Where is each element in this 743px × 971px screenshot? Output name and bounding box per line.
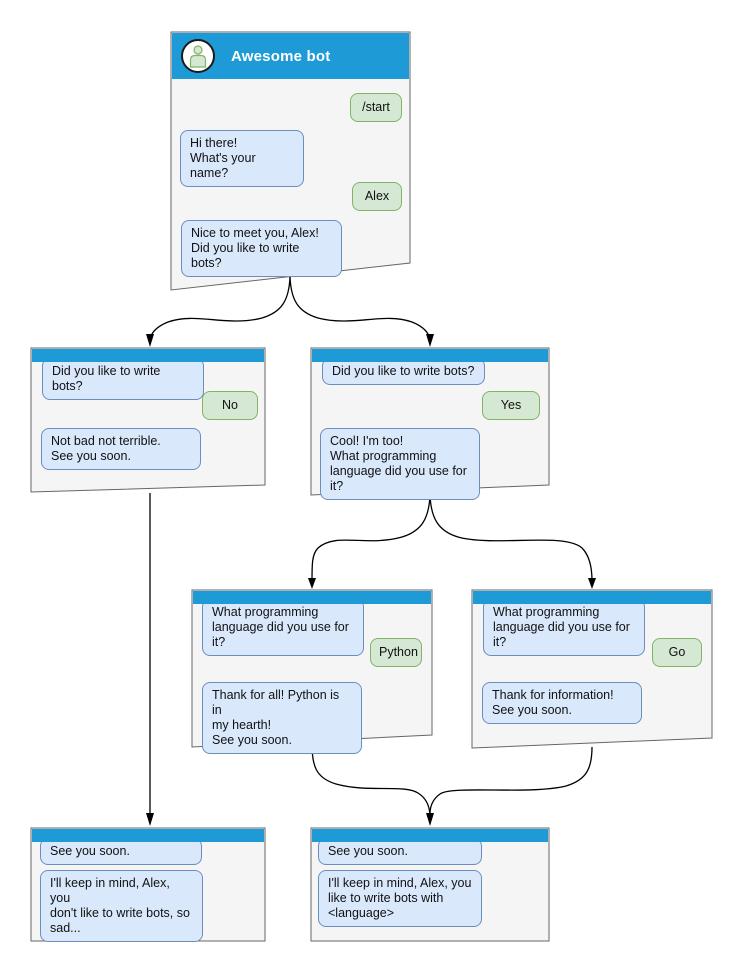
arrowhead-yes-to-go	[588, 578, 596, 589]
user-message-bubble: Python	[370, 638, 422, 667]
flow-arrows	[146, 276, 596, 826]
arrowhead-yes-to-python	[308, 578, 316, 589]
edge-bot-to-no	[149, 276, 291, 341]
bot-message-bubble: I'll keep in mind, Alex, you like to wri…	[318, 870, 482, 927]
window-end-no: See you soon. I'll keep in mind, Alex, y…	[31, 828, 265, 942]
window-end-yes: See you soon. I'll keep in mind, Alex, y…	[311, 828, 549, 941]
window-titlebar	[32, 829, 264, 842]
bot-message-bubble: Thank for all! Python is in my hearth! S…	[202, 682, 362, 754]
arrowhead-no-to-end	[146, 813, 154, 826]
bot-message-bubble: Not bad not terrible. See you soon.	[41, 428, 201, 470]
window-titlebar	[32, 349, 264, 362]
window-branch-no: Did you like to write bots? No Not bad n…	[31, 348, 265, 492]
window-branch-python: What programming language did you use fo…	[192, 590, 432, 754]
person-icon	[189, 45, 207, 68]
window-titlebar	[193, 591, 431, 604]
bot-message-bubble: Nice to meet you, Alex! Did you like to …	[181, 220, 342, 277]
edge-python-to-end	[311, 743, 431, 815]
avatar	[181, 39, 215, 73]
bot-message-bubble: I'll keep in mind, Alex, you don't like …	[40, 870, 203, 942]
arrowhead-bot-to-yes	[426, 334, 434, 347]
user-message-bubble: Go	[652, 638, 702, 667]
user-message-bubble: Alex	[352, 182, 402, 211]
edge-go-to-end	[429, 746, 593, 815]
window-awesome-bot: /start Hi there! What's your name? Alex …	[171, 32, 410, 290]
bot-message-bubble: See you soon.	[318, 838, 482, 865]
bot-message-bubble: See you soon.	[40, 838, 202, 865]
arrowhead-merge-to-end	[426, 813, 434, 826]
bot-message-bubble: Did you like to write bots?	[42, 358, 204, 400]
edge-yes-to-python	[311, 494, 431, 582]
bot-message-bubble: Thank for information! See you soon.	[482, 682, 642, 724]
bot-message-bubble: What programming language did you use fo…	[483, 599, 645, 656]
edge-bot-to-yes	[289, 276, 431, 341]
bot-message-bubble: Did you like to write bots?	[322, 358, 485, 385]
bot-message-bubble: What programming language did you use fo…	[202, 599, 364, 656]
window-titlebar	[312, 829, 548, 842]
window-branch-yes: Did you like to write bots? Yes Cool! I'…	[311, 348, 549, 500]
bot-message-bubble: Cool! I'm too! What programming language…	[320, 428, 480, 500]
user-message-bubble: No	[202, 391, 258, 420]
window-titlebar	[312, 349, 548, 362]
window-branch-go: What programming language did you use fo…	[472, 590, 712, 748]
window-title: Awesome bot	[231, 47, 331, 65]
window-titlebar: Awesome bot	[172, 33, 409, 79]
user-message-bubble: Yes	[482, 391, 540, 420]
window-titlebar	[473, 591, 711, 604]
edge-yes-to-go	[429, 494, 593, 582]
arrowhead-bot-to-no	[146, 334, 154, 347]
user-message-bubble: /start	[350, 93, 402, 122]
bot-message-bubble: Hi there! What's your name?	[180, 130, 304, 187]
